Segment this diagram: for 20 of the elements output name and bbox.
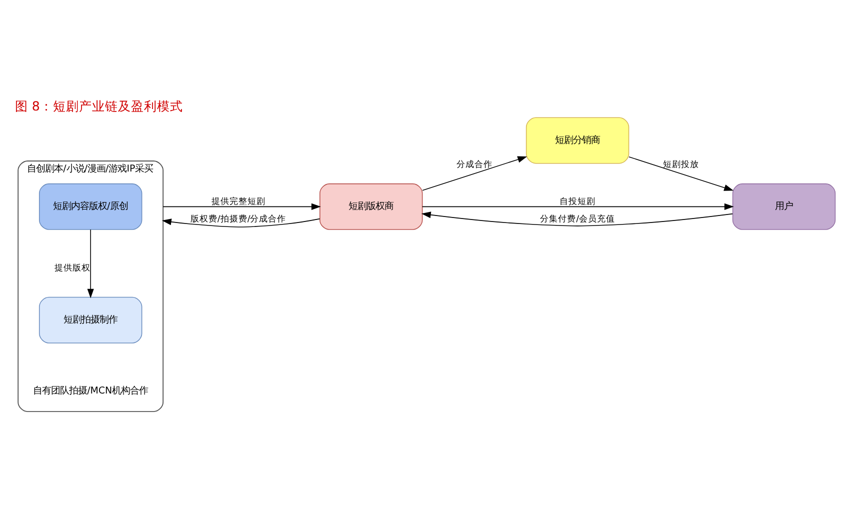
arrow <box>422 203 734 210</box>
edge-label: 自投短剧 <box>560 197 596 208</box>
node-box: 用户 <box>732 183 836 230</box>
arrow <box>422 156 528 191</box>
edge-label: 分集付费/会员充值 <box>540 214 616 224</box>
node-box: 短剧内容版权/原创 <box>38 183 142 230</box>
arrow <box>421 212 733 226</box>
edge-label: 提供版权 <box>54 264 90 274</box>
diagram-title: 图 8：短剧产业链及盈利模式 <box>14 98 183 114</box>
arrow <box>162 203 321 210</box>
node-box: 短剧分销商 <box>526 117 630 164</box>
edge-label: 提供完整短剧 <box>211 197 266 208</box>
arrow <box>87 229 94 298</box>
arrow <box>162 218 320 228</box>
arrow <box>628 156 734 191</box>
node-box: 短剧版权商 <box>320 183 423 230</box>
edge-label: 短剧投放 <box>662 160 699 170</box>
edge-label: 版权费/拍摄费/分成合作 <box>190 214 286 224</box>
node-box: 短剧拍摄制作 <box>38 296 142 344</box>
edge-label: 分成合作 <box>456 160 492 170</box>
